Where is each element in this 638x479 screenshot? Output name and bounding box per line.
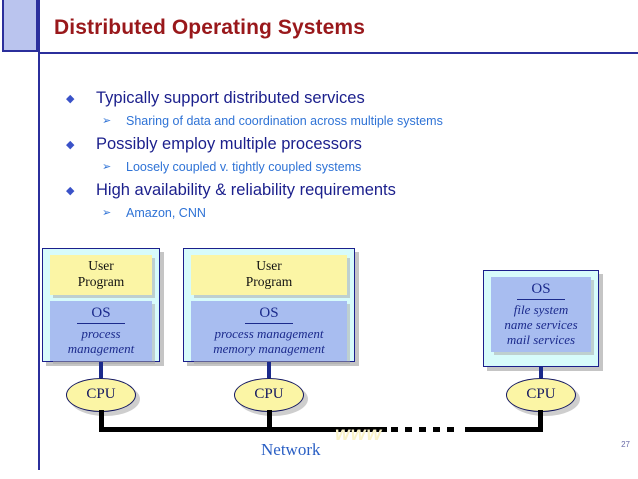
arrow-bullet-icon: ➢	[102, 161, 112, 173]
arrow-bullet-icon: ➢	[102, 115, 112, 127]
os-panel-3: OS file system name services mail servic…	[491, 277, 591, 352]
cpu-node-3: CPU	[506, 378, 576, 412]
bullet-list: ◆ Typically support distributed services…	[62, 86, 592, 224]
bus-dash	[405, 427, 412, 432]
cpu-node-1: CPU	[66, 378, 136, 412]
bullet-level1: ◆ Typically support distributed services	[62, 86, 592, 111]
node-cpu-connector-3	[539, 367, 543, 378]
os-service-line: management	[67, 341, 135, 356]
os-panel-1: OS process management	[50, 301, 152, 361]
bus-drop-1	[99, 410, 104, 428]
user-program-line: User	[256, 258, 282, 273]
page-number: 27	[621, 440, 630, 449]
network-label: Network	[261, 440, 321, 459]
os-service-line: process management	[214, 326, 324, 341]
os-service-line: memory management	[213, 341, 325, 356]
bullet-level2-text: Loosely coupled v. tightly coupled syste…	[126, 160, 362, 174]
os-service-line: file system	[513, 302, 569, 317]
bullet-level2-text: Amazon, CNN	[126, 206, 206, 220]
diamond-bullet-icon: ◆	[66, 93, 75, 105]
node-box-1: User Program OS process management	[42, 248, 160, 362]
os-service-line: name services	[504, 317, 578, 332]
bus-segment-right	[465, 427, 543, 432]
diamond-bullet-icon: ◆	[66, 139, 75, 151]
decorative-square	[2, 0, 38, 52]
bullet-level1: ◆ High availability & reliability requir…	[62, 178, 592, 203]
node-cpu-connector-1	[99, 362, 103, 378]
bus-drop-2	[267, 410, 272, 428]
node-cpu-connector-2	[267, 362, 271, 378]
os-title: OS	[77, 305, 125, 324]
os-service-line: mail services	[506, 332, 576, 347]
cpu-node-2: CPU	[234, 378, 304, 412]
bus-dash	[419, 427, 426, 432]
bus-segment-left	[99, 427, 387, 432]
arrow-bullet-icon: ➢	[102, 207, 112, 219]
diamond-bullet-icon: ◆	[66, 185, 75, 197]
bullet-level1-text: High availability & reliability requirem…	[96, 181, 396, 199]
bus-dash	[447, 427, 454, 432]
bullet-level1: ◆ Possibly employ multiple processors	[62, 132, 592, 157]
vertical-rule	[38, 0, 40, 470]
bullet-level2: ➢ Amazon, CNN	[62, 203, 592, 224]
bullet-level2: ➢ Sharing of data and coordination acros…	[62, 111, 592, 132]
bus-drop-3	[538, 410, 543, 428]
bus-dash	[391, 427, 398, 432]
user-program-line: Program	[245, 274, 293, 289]
bullet-level2: ➢ Loosely coupled v. tightly coupled sys…	[62, 157, 592, 178]
bullet-level1-text: Typically support distributed services	[96, 89, 365, 107]
user-program-line: User	[88, 258, 114, 273]
os-title: OS	[517, 281, 565, 300]
user-program-panel-1: User Program	[50, 255, 152, 295]
user-program-panel-2: User Program	[191, 255, 347, 295]
bullet-level1-text: Possibly employ multiple processors	[96, 135, 362, 153]
bullet-level2-text: Sharing of data and coordination across …	[126, 114, 443, 128]
title-underline-rule	[38, 52, 638, 54]
os-service-line: process	[81, 326, 121, 341]
node-box-3: OS file system name services mail servic…	[483, 270, 599, 367]
os-panel-2: OS process management memory management	[191, 301, 347, 361]
os-title: OS	[245, 305, 293, 324]
node-box-2: User Program OS process management memor…	[183, 248, 355, 362]
bus-dash	[433, 427, 440, 432]
user-program-line: Program	[77, 274, 125, 289]
page-title: Distributed Operating Systems	[54, 16, 365, 39]
